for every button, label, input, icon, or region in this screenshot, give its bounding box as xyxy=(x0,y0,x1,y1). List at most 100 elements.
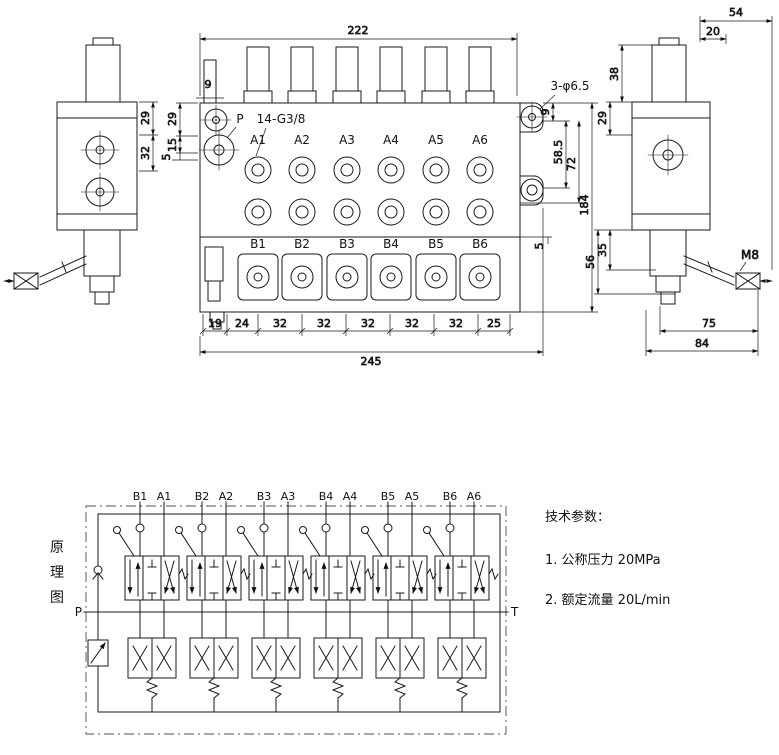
left-side-view xyxy=(3,37,138,305)
sch-label-a6: A6 xyxy=(467,490,482,503)
side-port-circle xyxy=(80,172,120,212)
dim-9-top: 9 xyxy=(196,78,224,103)
chain-32-label: 32 xyxy=(317,317,331,330)
valve-section-3 xyxy=(238,502,313,712)
sch-label-b1: B1 xyxy=(133,490,148,503)
schematic-title-char-1: 原 xyxy=(50,540,64,556)
dim-29-right-view-label: 29 xyxy=(596,111,609,125)
port-row2-circle xyxy=(333,198,361,226)
label-port-a2: A2 xyxy=(294,133,310,147)
chain-24-label: 24 xyxy=(235,317,249,330)
label-port-b2: B2 xyxy=(294,237,310,251)
callout-thread: 14-G3/8 xyxy=(255,112,306,157)
dim-9-right-label: 9 xyxy=(539,109,552,116)
label-m8-thread: M8 xyxy=(741,248,759,262)
dim-245: 24 5 xyxy=(199,208,544,368)
sch-label-a2: A2 xyxy=(219,490,234,503)
label-port-b4: B4 xyxy=(383,237,399,251)
inlet-check-valve xyxy=(92,565,104,580)
label-port-a1: A1 xyxy=(250,133,266,147)
port-a1-circle xyxy=(244,156,272,184)
section-bonnet xyxy=(376,46,406,104)
label-p-port: P xyxy=(236,112,243,126)
label-port-b1: B1 xyxy=(250,237,266,251)
chain-19-label: 19 xyxy=(208,317,222,330)
port-row2-circle xyxy=(288,198,316,226)
dim-29-front-label: 29 xyxy=(166,112,179,126)
front-right-dims: 9 58.5 72 184 5 xyxy=(520,102,598,313)
main-relief-valve xyxy=(87,639,109,667)
dim-5-right-label: 5 xyxy=(533,243,546,250)
port-b5-boss xyxy=(415,253,457,301)
dim-75-label: 75 xyxy=(702,317,716,330)
valve-section-2 xyxy=(176,502,251,712)
dim-15-label: 15 xyxy=(166,138,179,152)
tech-param-flow: 2. 额定流量 20L/min xyxy=(545,593,670,608)
label-port-a5: A5 xyxy=(428,133,444,147)
label-mount-holes: 3-φ6.5 xyxy=(551,79,590,93)
callout-holes: 3-φ6.5 xyxy=(539,79,590,110)
label-port-b6: B6 xyxy=(472,237,488,251)
dim-84-label: 84 xyxy=(695,337,709,350)
dim-72-label: 72 xyxy=(565,157,578,171)
chain-32-label: 32 xyxy=(273,317,287,330)
schematic-title-char-2: 理 xyxy=(50,565,64,581)
port-a2-circle xyxy=(288,156,316,184)
dim-35-label: 35 xyxy=(596,243,609,257)
front-view: A1 A2 A3 A4 A5 A6 B1 B2 B3 B4 B5 B6 P 14… xyxy=(160,24,598,368)
sch-label-b4: B4 xyxy=(319,490,334,503)
valve-section-1 xyxy=(114,502,189,712)
schematic-title-char-3: 图 xyxy=(50,590,64,606)
port-row2-circle xyxy=(377,198,405,226)
section-bonnet xyxy=(465,46,495,104)
dim-222: 222 xyxy=(199,24,518,96)
chain-25-label: 25 xyxy=(487,317,501,330)
sch-label-b2: B2 xyxy=(195,490,210,503)
label-port-a3: A3 xyxy=(339,133,355,147)
port-b2-boss xyxy=(281,253,323,301)
dim-5-left-label: 5 xyxy=(160,154,173,161)
sch-label-p: P xyxy=(75,605,82,619)
t-port-circle xyxy=(520,178,544,202)
control-lever-right xyxy=(683,255,773,290)
front-bottom-chain: 19 24 32 32 32 32 32 25 xyxy=(199,314,514,336)
port-b4-boss xyxy=(370,253,412,301)
sch-label-a3: A3 xyxy=(281,490,296,503)
label-port-b5: B5 xyxy=(428,237,444,251)
sch-label-t: T xyxy=(510,605,519,619)
dim-58-5-label: 58.5 xyxy=(552,140,565,165)
tech-param-pressure: 1. 公称压力 20MPa xyxy=(545,553,661,568)
port-a6-circle xyxy=(466,156,494,184)
section-bonnet xyxy=(421,46,451,104)
section-bonnet xyxy=(243,46,273,104)
dim-38-label: 38 xyxy=(608,67,621,81)
dim-56-label: 56 xyxy=(584,255,597,269)
right-view-dimensions: 54 20 38 29 56 35 75 84 M8 xyxy=(584,6,773,356)
label-port-b3: B3 xyxy=(339,237,355,251)
sch-label-a1: A1 xyxy=(157,490,172,503)
sch-label-b6: B6 xyxy=(443,490,458,503)
assembly-boundary xyxy=(85,505,507,735)
section-bonnet xyxy=(332,46,362,104)
left-view-dimensions: 29 32 xyxy=(139,101,158,172)
lever-clevis xyxy=(735,272,761,290)
technical-parameters: 技术参数： 1. 公称压力 20MPa 2. 额定流量 20L/min xyxy=(545,509,670,608)
tech-params-heading: 技术参数： xyxy=(545,509,610,525)
port-row2-circle xyxy=(466,198,494,226)
port-row2-circle xyxy=(422,198,450,226)
schematic-rails xyxy=(83,513,509,713)
label-thread-spec: 14-G3/8 xyxy=(257,112,306,126)
port-a5-circle xyxy=(422,156,450,184)
mount-hole-top-left xyxy=(200,104,232,136)
label-port-a4: A4 xyxy=(383,133,399,147)
port-a4-circle xyxy=(377,156,405,184)
section-bonnet xyxy=(287,46,317,104)
dim-9-top-label: 9 xyxy=(205,78,212,91)
lever-clevis xyxy=(13,272,39,290)
dim-32-left-view: 32 xyxy=(139,146,152,160)
callout-p: P xyxy=(226,112,244,139)
valve-section-6 xyxy=(424,502,499,712)
port-b6-boss xyxy=(459,253,501,301)
chain-32-label: 32 xyxy=(361,317,375,330)
valve-section-5 xyxy=(362,502,437,712)
